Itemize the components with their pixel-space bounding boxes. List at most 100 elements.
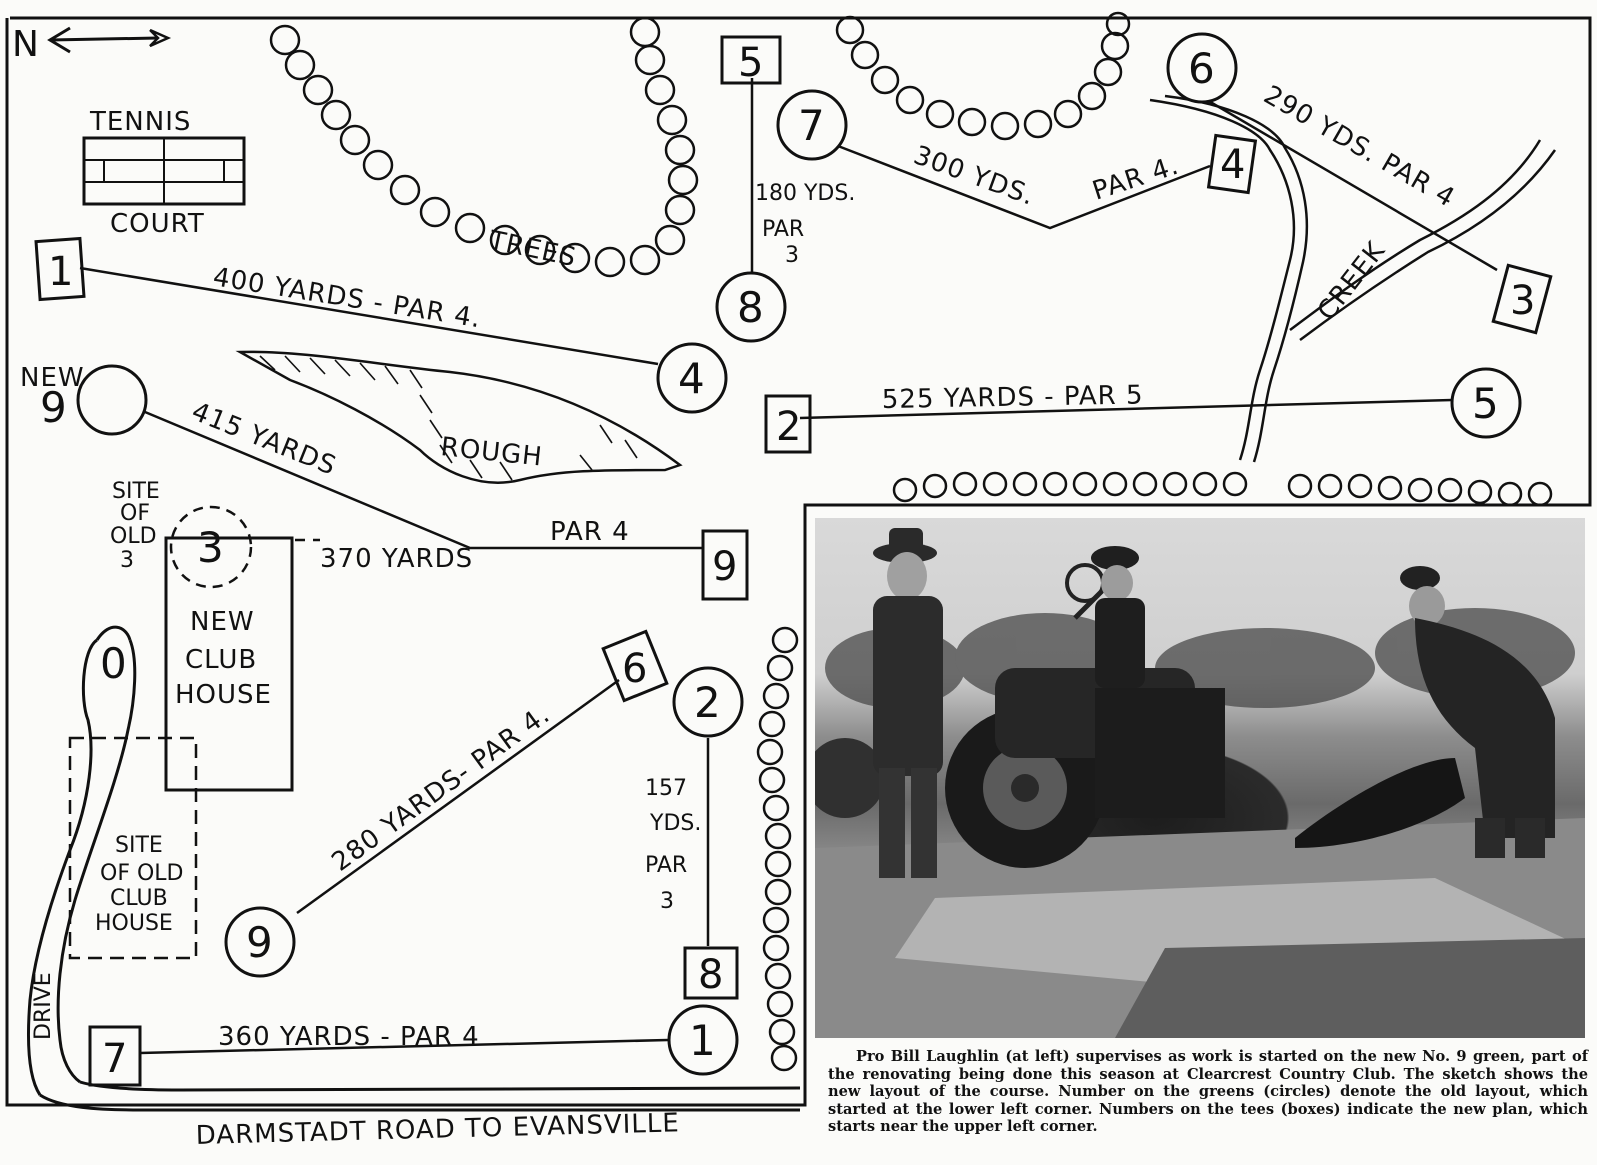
creek-label: CREEK: [1312, 236, 1392, 326]
new-club-house-line1: NEW: [190, 607, 255, 637]
green-6: 6: [1166, 32, 1238, 104]
green-1: 1: [667, 1004, 739, 1076]
hole-4-distance: 300 YDS.: [910, 140, 1039, 211]
site-old-3: 3 SITE OF OLD 3: [110, 479, 253, 589]
green-6-number: 6: [1188, 44, 1215, 93]
site-old-3-line1: SITE: [112, 479, 160, 504]
north-arrow: N: [12, 24, 172, 65]
green-9: 9: [224, 906, 296, 978]
tractor: [815, 563, 1225, 868]
greens: 4 5 6 7 8 9 1 2: [20, 32, 1522, 1076]
photo-caption: Pro Bill Laughlin (at left) supervises a…: [828, 1048, 1588, 1135]
hole-9-alt-distance: 370 YARDS: [320, 544, 473, 574]
tee-2: 2: [764, 394, 812, 454]
green-2-number: 2: [694, 678, 721, 727]
site-old-club-house-line4: HOUSE: [95, 911, 173, 936]
fairway-9: [144, 410, 702, 550]
green-8-number: 8: [737, 283, 764, 332]
drive-label: DRIVE: [31, 972, 56, 1040]
hole-8-par-number: 3: [660, 889, 674, 914]
tee-4: 4: [1206, 133, 1258, 195]
tee-5-number: 5: [738, 40, 763, 86]
hole-7-distance: 360 YARDS - PAR 4: [218, 1022, 480, 1052]
fairway-6: [296, 678, 620, 915]
tee-8: 8: [683, 946, 739, 1000]
tee-8-number: 8: [698, 952, 723, 998]
road-label: DARMSTADT ROAD TO EVANSVILLE: [195, 1108, 680, 1151]
tee-6: 6: [601, 629, 669, 703]
fairway-2: [799, 398, 1453, 420]
green-4-number: 4: [678, 354, 705, 403]
tee-boxes: 1 2 3 4 5 6 7 8: [34, 35, 1553, 1087]
site-old-club-house: SITE OF OLD CLUB HOUSE: [68, 736, 198, 960]
hole-8-yds: YDS.: [649, 811, 701, 836]
site-old-3-line2: OF: [120, 501, 150, 526]
green-4: 4: [656, 342, 728, 414]
court-label: COURT: [110, 209, 205, 239]
tee-7-number: 7: [102, 1036, 127, 1082]
fairway-7: [139, 1038, 669, 1055]
green-2: 2: [672, 666, 744, 738]
tree-line-upper-right: [835, 11, 1131, 141]
green-9-number: 9: [246, 918, 273, 967]
tennis-label: TENNIS: [89, 107, 191, 137]
tee-1: 1: [34, 236, 86, 302]
tee-5: 5: [720, 35, 782, 86]
north-label: N: [12, 24, 39, 65]
green-new-9: NEW 9: [20, 363, 148, 436]
hole-5-par-number: 3: [785, 243, 799, 268]
fairway-3: [1194, 91, 1498, 272]
site-old-3-line3: OLD: [110, 524, 157, 549]
trees-label: TREES: [486, 225, 580, 273]
new-club-house-line3: HOUSE: [175, 680, 272, 710]
tree-line-upper-left: [269, 16, 699, 278]
new-club-house-line2: CLUB: [185, 645, 257, 675]
fairway-lines: [79, 78, 1498, 1055]
site-old-3-line4: 3: [120, 548, 134, 573]
person-on-tractor: [1091, 546, 1145, 688]
tee-6-number: 6: [622, 646, 647, 692]
tee-1-number: 1: [48, 249, 73, 295]
hole-1-distance: 400 YARDS - PAR 4.: [211, 262, 483, 334]
green-8: 8: [715, 271, 787, 343]
green-7: 7: [776, 89, 848, 161]
new-9-label-line1: NEW: [20, 363, 85, 393]
photo-tractor-green-work: [815, 518, 1585, 1038]
hole-8-par: PAR: [645, 853, 687, 878]
old-green-3-number: 3: [197, 523, 224, 572]
green-5: 5: [1450, 367, 1522, 439]
site-old-club-house-line2: OF OLD: [100, 861, 183, 886]
creek: [1149, 94, 1557, 463]
hole-4-par: PAR 4.: [1089, 151, 1183, 207]
green-1-number: 1: [689, 1016, 716, 1065]
new-9-label-line2: 9: [40, 383, 67, 432]
tee-9: 9: [701, 529, 749, 601]
drive-loop-label: 0: [100, 639, 127, 688]
drive-and-road: [27, 625, 801, 1112]
tree-line-bottom: [892, 471, 1553, 507]
tree-line-right-border: [756, 626, 799, 1072]
tennis-court: TENNIS COURT: [82, 107, 246, 239]
tee-2-number: 2: [776, 404, 801, 450]
map-border: [5, 16, 1592, 1107]
fairway-1: [79, 266, 659, 366]
person-left: [873, 528, 943, 878]
site-old-club-house-line1: SITE: [115, 833, 163, 858]
tee-4-number: 4: [1220, 142, 1245, 188]
rough-area: ROUGH: [235, 350, 683, 484]
hole-9-par: PAR 4: [550, 517, 630, 547]
hole-6-distance: 280 YARDS- PAR 4.: [326, 700, 555, 878]
hole-8-yards: 157: [645, 776, 687, 801]
tee-9-number: 9: [712, 544, 737, 590]
green-7-number: 7: [798, 101, 825, 150]
rough-label: ROUGH: [439, 432, 544, 473]
person-right: [1295, 566, 1555, 858]
tee-3: 3: [1491, 263, 1553, 335]
fairway-4: [837, 144, 1211, 230]
green-5-number: 5: [1472, 379, 1499, 428]
new-club-house: NEW CLUB HOUSE: [164, 536, 294, 792]
hole-5-par: PAR: [762, 217, 804, 242]
hole-2-distance: 525 YARDS - PAR 5: [882, 380, 1144, 415]
